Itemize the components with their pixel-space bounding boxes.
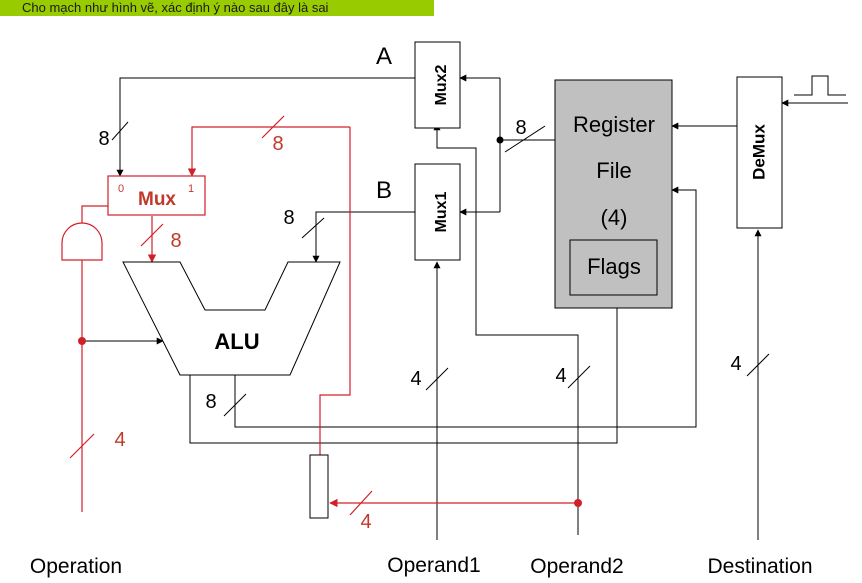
destination-label: Destination — [707, 555, 812, 578]
mux0-box — [107, 175, 206, 216]
width-label-red: 8 — [272, 133, 283, 155]
width-label: 8 — [205, 391, 216, 413]
width-label: 8 — [98, 128, 109, 150]
question-banner: Cho mạch như hình vẽ, xác định ý nào sau… — [0, 0, 434, 16]
slash-red — [261, 115, 285, 139]
operand1-label: Operand1 — [387, 554, 480, 577]
width-label: 4 — [730, 353, 741, 375]
mux1-box — [414, 163, 461, 261]
register-file-line2: File — [596, 158, 631, 183]
slash — [111, 121, 129, 141]
wire-and-to-mux0 — [81, 205, 108, 230]
width-label-red: 4 — [114, 429, 125, 451]
alu-label: ALU — [214, 329, 259, 354]
junction-dot-red-2 — [574, 499, 582, 507]
label-a: A — [376, 43, 392, 70]
and-gate — [61, 222, 103, 261]
wire-alu-to-regfile — [234, 186, 697, 428]
operation-label: Operation — [30, 555, 122, 578]
mux2-box — [414, 41, 461, 129]
mux1-label: Mux1 — [433, 191, 450, 232]
wire-operand2-to-mux2 — [433, 123, 579, 535]
width-label: 8 — [515, 117, 526, 139]
wire-mux1-to-alu — [312, 211, 415, 263]
slash-red — [69, 433, 95, 459]
junction-dot-red — [78, 337, 86, 345]
mux2-label: Mux2 — [433, 64, 450, 105]
wire-mux2-to-mux0 — [116, 77, 415, 177]
wire-red-feedback — [187, 126, 350, 177]
width-label: 8 — [283, 207, 294, 229]
slash — [223, 393, 247, 417]
slash — [746, 353, 770, 377]
slash — [504, 125, 546, 153]
alu-shape — [122, 261, 341, 376]
wire-red-right — [319, 127, 351, 455]
width-label-red: 8 — [170, 230, 181, 252]
slash-red — [349, 490, 373, 516]
mux0-in1: 1 — [188, 183, 194, 195]
flags-label: Flags — [587, 254, 641, 279]
flags-box — [569, 239, 658, 296]
slash — [301, 217, 325, 239]
slash-red — [140, 223, 164, 247]
register-file-line3: (4) — [601, 205, 628, 230]
width-label: 4 — [410, 368, 421, 390]
width-label: 4 — [555, 365, 566, 387]
demux-label: DeMux — [749, 124, 768, 180]
mux0-in0: 0 — [118, 183, 124, 195]
extend-block — [309, 454, 329, 519]
clock-pulse-icon — [794, 75, 846, 96]
width-label-red: 4 — [360, 511, 371, 533]
operand2-label: Operand2 — [530, 555, 623, 578]
wire-alu-to-flags — [189, 295, 621, 444]
demux-box — [736, 76, 783, 229]
slash — [425, 367, 449, 391]
mux0-label: Mux — [138, 189, 176, 210]
label-b: B — [376, 177, 392, 204]
junction-dot — [496, 136, 504, 144]
register-file-line1: Register — [573, 112, 655, 137]
slash — [567, 365, 591, 389]
